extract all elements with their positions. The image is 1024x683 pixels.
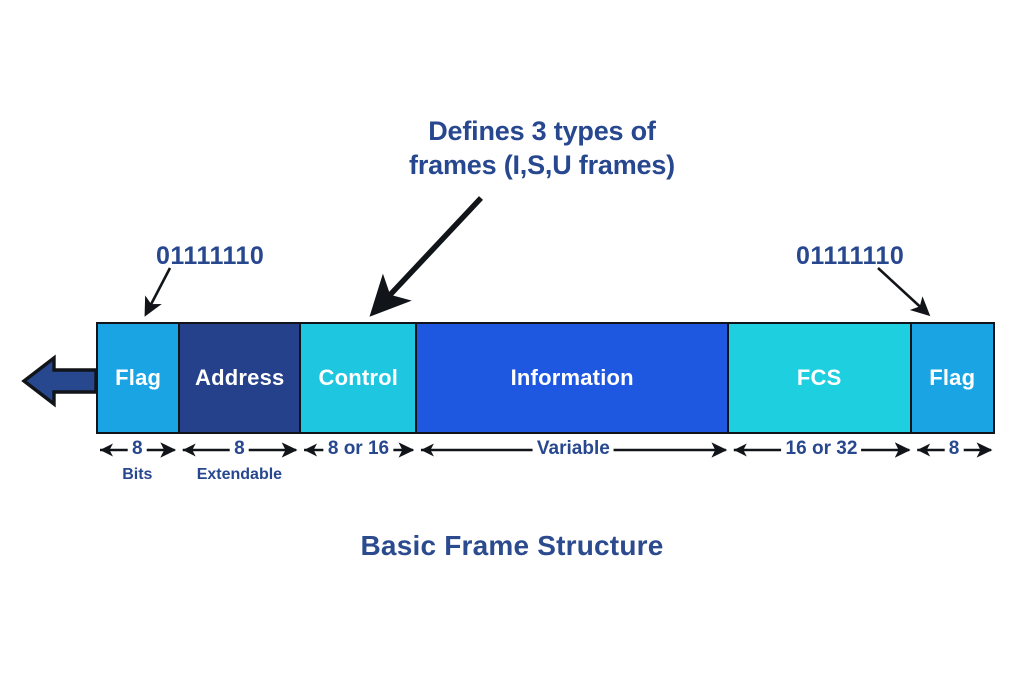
- frame-field-label: Control: [318, 365, 399, 390]
- dimension-size-label: 8 or 16: [323, 439, 394, 459]
- dimension-size-label: 16 or 32: [781, 439, 862, 459]
- transmission-direction-arrow: [21, 354, 98, 408]
- annotation-line-1: Defines 3 types of: [428, 116, 656, 146]
- frame-field-flag-0: Flag: [98, 324, 181, 432]
- dimension-size-label: Variable: [532, 439, 614, 459]
- frame-field-fcs-4: FCS: [728, 324, 912, 432]
- frame-field-label: Information: [510, 365, 634, 390]
- dimension-size-label: 8: [944, 439, 964, 459]
- frame-field-label: Flag: [115, 365, 162, 390]
- frame-field-flag-5: Flag: [911, 324, 993, 432]
- dimension-size-note: Bits: [122, 466, 153, 483]
- flag-bits-label-right: 01111110: [796, 242, 905, 270]
- diagram-caption: Basic Frame Structure: [360, 530, 664, 561]
- dimension-information-3: Variable: [417, 439, 730, 492]
- annotation-line-2: frames (I,S,U frames): [409, 150, 675, 181]
- frame-field-label: Flag: [929, 365, 976, 390]
- annotation-pointer-arrow: [369, 196, 484, 317]
- dimension-size-label: 8: [128, 439, 147, 459]
- frame-field-information-3: Information: [417, 324, 729, 432]
- dimension-size-label: 8: [230, 439, 249, 459]
- flag-bits-label-left: 01111110: [156, 242, 265, 270]
- dimension-control-2: 8 or 16: [300, 439, 417, 492]
- dimension-size-note: Extendable: [196, 466, 283, 483]
- annotation-callout: Defines 3 types of frames (I,S,U frames): [352, 114, 732, 182]
- flag-pointer-arrow-right: [877, 267, 931, 317]
- frame-field-address-1: Address: [180, 324, 302, 432]
- flag-pointer-arrow-left: [144, 267, 172, 317]
- frame-field-label: FCS: [796, 365, 842, 390]
- frame-field-control-2: Control: [301, 324, 418, 432]
- dimension-fcs-4: 16 or 32: [730, 439, 913, 492]
- frame-strip: Flag Address Control Information FCS Flag: [96, 322, 995, 434]
- frame-field-label: Address: [195, 365, 285, 390]
- dimension-flag-5: 8: [913, 439, 995, 492]
